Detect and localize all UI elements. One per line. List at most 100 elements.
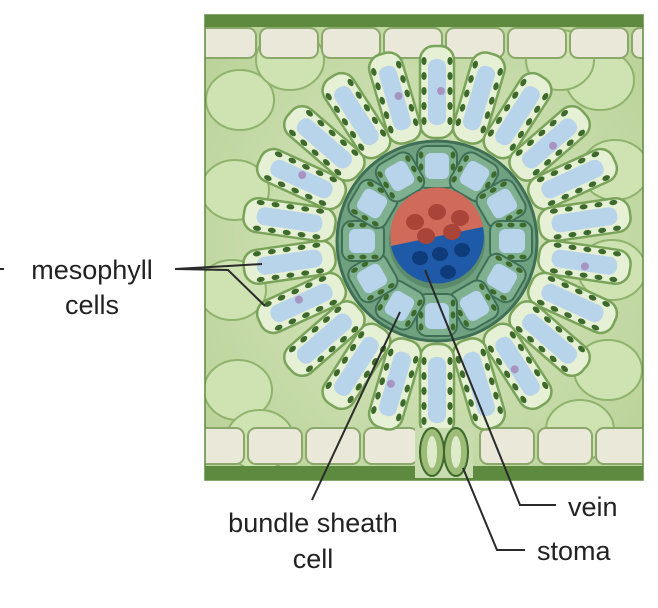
stoma-label: stoma <box>537 536 612 566</box>
chloroplast <box>463 155 469 162</box>
chloroplast <box>547 200 556 206</box>
nucleus <box>580 262 589 271</box>
bundle-sheath-vacuole <box>459 290 490 322</box>
chloroplast <box>447 102 453 110</box>
bundle-sheath-vacuole <box>349 229 375 253</box>
mesophyll-cell <box>526 271 619 335</box>
chloroplast <box>532 168 540 176</box>
chloroplast <box>561 282 569 289</box>
chloroplast <box>411 309 417 317</box>
chloroplast <box>488 96 495 105</box>
nucleus <box>298 171 307 180</box>
chloroplast <box>418 151 424 159</box>
bundle-sheath-cell <box>374 151 426 203</box>
chloroplast <box>447 87 453 95</box>
chloroplast <box>542 92 549 101</box>
chloroplast <box>472 413 478 422</box>
bundle-sheath-vacuole <box>486 188 518 219</box>
chloroplast <box>340 335 347 343</box>
mesophyll-cell <box>451 51 507 145</box>
chloroplast <box>495 357 503 366</box>
mesophyll-vacuole <box>551 207 618 233</box>
chloroplast <box>371 254 379 260</box>
chloroplast <box>500 181 507 187</box>
chloroplast <box>355 383 362 391</box>
mesophyll-vacuole <box>270 283 333 323</box>
lower-epidermis-cell <box>305 427 361 465</box>
chloroplast <box>334 306 342 314</box>
chloroplast <box>317 355 325 363</box>
chloroplast <box>302 312 310 319</box>
chloroplast <box>417 299 423 307</box>
chloroplast <box>371 221 379 227</box>
chloroplast <box>487 345 495 353</box>
chloroplast <box>579 272 588 278</box>
chloroplast <box>396 413 402 422</box>
chloroplast <box>377 171 383 178</box>
bundle-sheath-vacuole <box>356 188 388 219</box>
chloroplast <box>549 119 557 127</box>
chloroplast <box>507 222 515 228</box>
chloroplast <box>613 225 621 231</box>
mesophyll-cell <box>255 271 348 335</box>
leader-lines <box>0 263 556 551</box>
chloroplast <box>598 248 607 255</box>
bundle-sheath-vacuole <box>425 303 449 329</box>
chloroplast <box>421 417 427 425</box>
mesophyll-vacuole <box>522 118 578 169</box>
mesophyll-vacuole <box>522 313 578 364</box>
mesophyll-cell <box>367 51 423 145</box>
chloroplast <box>282 246 291 253</box>
chloroplast <box>329 176 338 183</box>
chloroplast <box>451 175 457 183</box>
lower-epidermis-cell <box>479 427 535 465</box>
chloroplast <box>520 78 527 87</box>
chloroplast <box>450 311 456 319</box>
phloem-cell <box>451 210 469 226</box>
chloroplast <box>555 326 563 333</box>
bundle-sheath-label-line1: bundle sheath <box>228 508 398 538</box>
chloroplast <box>347 222 355 228</box>
chloroplast <box>277 181 286 188</box>
chloroplast <box>341 118 349 126</box>
chloroplast <box>577 318 586 325</box>
vein-vessels <box>406 204 470 279</box>
chloroplast <box>253 251 261 257</box>
mesophyll-cell <box>508 300 592 378</box>
chloroplast <box>421 87 427 95</box>
chloroplast <box>408 103 415 112</box>
chloroplast <box>377 187 385 193</box>
chloroplast <box>549 208 558 214</box>
chloroplast <box>350 130 357 139</box>
chloroplast <box>383 293 389 301</box>
mesophyll-cell <box>418 342 456 438</box>
chloroplast <box>588 294 597 301</box>
chloroplast <box>525 356 533 364</box>
chloroplast <box>495 116 503 125</box>
mesophyll-vacuole <box>379 65 412 131</box>
chloroplast <box>480 348 487 357</box>
chloroplast <box>253 225 261 231</box>
bundle-sheath-cell <box>341 220 385 262</box>
chloroplast <box>455 118 462 127</box>
chloroplast <box>297 232 306 238</box>
chloroplast <box>491 304 497 311</box>
upper-epidermis-cell <box>569 27 629 59</box>
chloroplast <box>588 181 597 188</box>
chloroplast <box>305 193 313 200</box>
chloroplast <box>347 78 354 87</box>
mesophyll-label-line1: mesophyll <box>31 255 153 285</box>
mesophyll-vacuole <box>551 249 618 275</box>
chloroplast <box>306 110 313 117</box>
mesophyll-vacuole <box>256 249 323 275</box>
chloroplast <box>459 103 466 112</box>
chloroplast <box>509 143 516 151</box>
chloroplast <box>315 306 324 312</box>
chloroplast <box>358 331 365 339</box>
chloroplast <box>288 157 297 164</box>
chloroplast <box>421 402 427 410</box>
chloroplast <box>485 181 491 189</box>
chloroplast <box>550 170 559 176</box>
mesophyll-vacuole <box>256 207 323 233</box>
chloroplast <box>480 125 487 134</box>
